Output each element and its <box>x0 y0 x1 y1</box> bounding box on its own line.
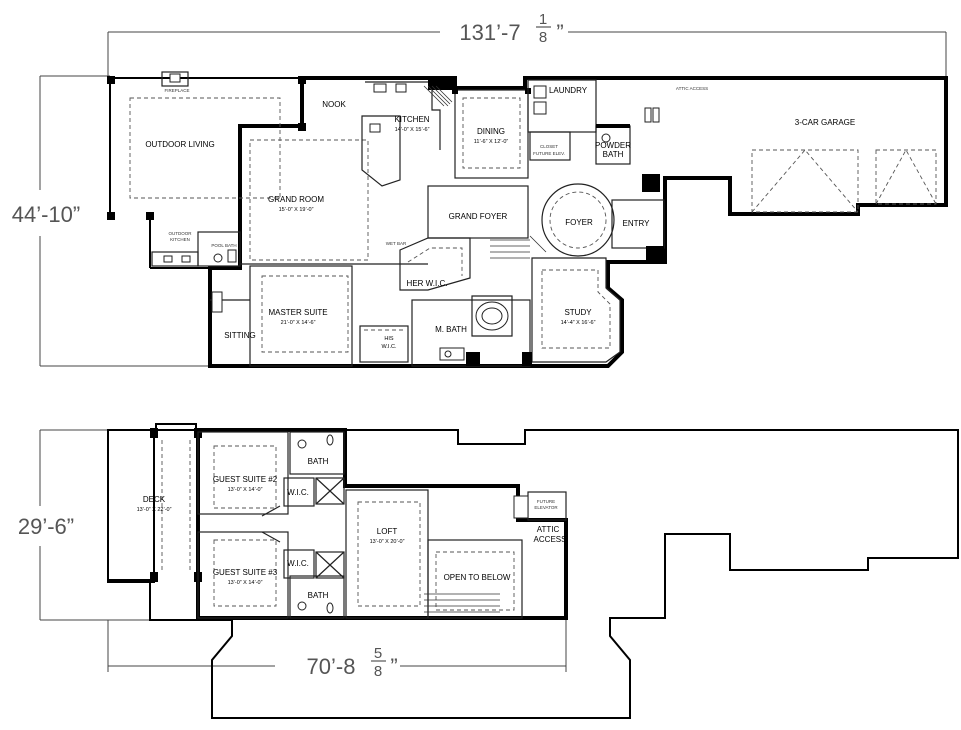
label-deck-size: 13’-0” X 22’-0” <box>137 507 172 513</box>
label-grand-room: GRAND ROOM <box>268 195 324 204</box>
label-entry: ENTRY <box>623 219 651 228</box>
label-powder-bath-1: POWDER <box>595 141 631 150</box>
label-dining-size: 11’-6” X 12’-0” <box>474 139 509 145</box>
label-master-suite-size: 21’-0” X 14’-6” <box>281 320 316 326</box>
label-open-to-below: OPEN TO BELOW <box>444 573 511 582</box>
dimension-first-depth: 44’-10” <box>12 202 80 227</box>
label-guest-suite-3-size: 13’-0” X 14’-0” <box>228 580 263 586</box>
label-wic-bottom: W.I.C. <box>287 559 309 568</box>
label-powder-bath-2: BATH <box>603 150 624 159</box>
label-outdoor-living: OUTDOOR LIVING <box>145 140 214 149</box>
label-future-elevator-2: ELEVATOR <box>534 505 558 510</box>
label-future-elevator-1: FUTURE <box>537 499 555 504</box>
label-attic-access-1: ATTIC <box>537 525 560 534</box>
label-kitchen-size: 14’-0” X 15’-6” <box>395 127 430 133</box>
label-fireplace: FIREPLACE <box>164 88 189 93</box>
label-master-suite: MASTER SUITE <box>268 308 327 317</box>
label-grand-foyer: GRAND FOYER <box>449 212 508 221</box>
label-laundry: LAUNDRY <box>549 86 588 95</box>
label-guest-suite-2-size: 13’-0” X 14’-0” <box>228 487 263 493</box>
dimension-top-width-text: 131’-7 <box>459 20 520 45</box>
dimension-lines <box>39 31 947 672</box>
label-attic-access-2: ACCESS <box>534 535 567 544</box>
first-floor-labels: FIREPLACE OUTDOOR LIVING OUTDOOR KITCHEN… <box>145 86 855 350</box>
label-study: STUDY <box>564 308 592 317</box>
label-her-wic: HER W.I.C. <box>407 279 448 288</box>
label-foyer: FOYER <box>565 218 593 227</box>
second-floor <box>107 423 959 719</box>
label-outdoor-kitchen-1: OUTDOOR <box>169 231 193 236</box>
label-kitchen: KITCHEN <box>394 115 429 124</box>
label-garage: 3-CAR GARAGE <box>795 118 855 127</box>
dimension-top-width-den: 8 <box>539 29 547 46</box>
label-bath-bottom: BATH <box>308 591 329 600</box>
label-study-size: 14’-4” X 16’-6” <box>561 320 596 326</box>
label-his-wic-2: W.I.C. <box>382 344 397 350</box>
label-dining: DINING <box>477 127 505 136</box>
dimension-second-width-unit: ” <box>390 654 397 679</box>
dimension-top-width-unit: ” <box>556 20 563 45</box>
label-closet-2: FUTURE ELEV. <box>533 151 565 156</box>
label-attic-access-small: ATTIC ACCESS <box>676 86 708 91</box>
dimension-top-width-num: 1 <box>539 11 547 28</box>
label-loft-size: 13’-0” X 20’-0” <box>370 539 405 545</box>
label-sitting: SITTING <box>224 331 256 340</box>
label-outdoor-kitchen-2: KITCHEN <box>170 237 190 242</box>
label-wic-top: W.I.C. <box>287 488 309 497</box>
dimension-second-width: 70’-8 5 8 ” <box>307 645 398 680</box>
dimension-second-width-num: 5 <box>374 645 382 662</box>
label-guest-suite-2: GUEST SUITE #2 <box>213 475 278 484</box>
label-m-bath: M. BATH <box>435 325 467 334</box>
label-his-wic-1: HIS <box>384 336 394 342</box>
dimension-second-depth: 29’-6” <box>18 514 74 539</box>
label-guest-suite-3: GUEST SUITE #3 <box>213 568 278 577</box>
label-nook: NOOK <box>322 100 346 109</box>
first-floor <box>107 71 948 368</box>
label-closet-1: CLOSET <box>540 144 558 149</box>
dimension-second-width-text: 70’-8 <box>307 654 356 679</box>
dimension-top-width: 131’-7 1 8 ” <box>459 11 563 46</box>
label-loft: LOFT <box>377 527 398 536</box>
label-pool-bath: POOL BATH <box>211 243 236 248</box>
second-floor-labels: DECK 13’-0” X 22’-0” GUEST SUITE #2 13’-… <box>137 457 567 600</box>
label-wet-bar: WET BAR <box>386 241 407 246</box>
dimension-second-width-den: 8 <box>374 663 382 680</box>
label-grand-room-size: 15’-0” X 19’-0” <box>279 207 314 213</box>
label-deck: DECK <box>143 495 166 504</box>
label-bath-top: BATH <box>308 457 329 466</box>
